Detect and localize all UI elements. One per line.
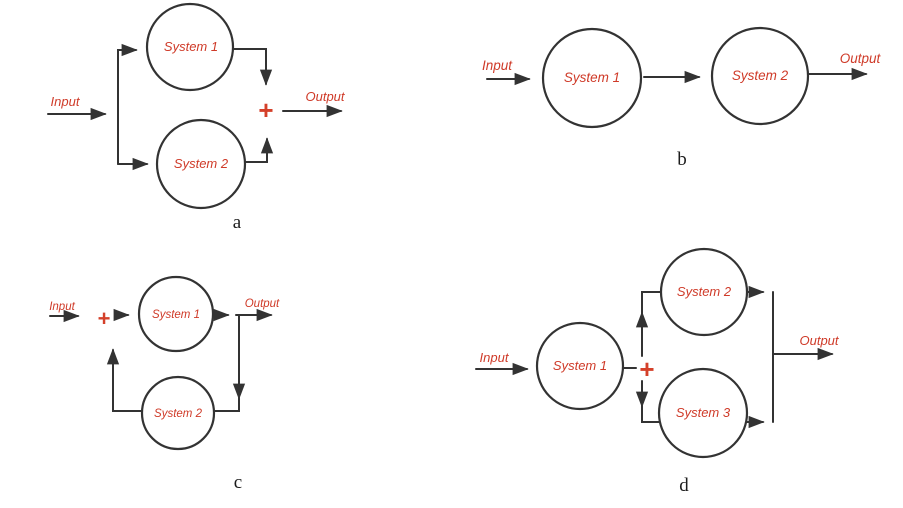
diagram-b-system-2-node — [710, 26, 810, 126]
diagram-a-caption: a — [233, 212, 242, 233]
diagram-b-system-2-label: System 2 — [732, 68, 789, 83]
diagram-d-system-3-node — [657, 367, 749, 459]
diagram-a-system-1-label: System 1 — [164, 39, 218, 54]
diagram-a-system-1-node — [145, 2, 235, 92]
diagram-a-system-2-to-sum-wire — [244, 137, 274, 163]
diagram-d-system-1-label: System 1 — [553, 358, 607, 373]
diagram-d: Input System 1 + System 2 System 3 Outpu… — [475, 247, 840, 496]
diagram-a: Input System 1 System 2 + Output a — [47, 2, 346, 233]
diagram-c-feedback-wire — [106, 348, 143, 412]
diagram-d-system-3-label: System 3 — [676, 405, 731, 420]
diagram-a-output-label: Output — [305, 89, 345, 104]
diagram-b: Input System 1 System 2 Output b — [482, 26, 882, 170]
diagram-b-system-1-node — [541, 27, 643, 129]
diagram-b-caption: b — [677, 149, 687, 170]
diagram-b-output-label: Output — [840, 51, 882, 66]
diagram-a-sum-junction: + — [258, 95, 273, 125]
diagram-a-branch-top-wire — [117, 43, 138, 165]
diagram-d-branch-up-wire — [641, 291, 661, 357]
diagram-d-branch-down-wire — [641, 380, 660, 423]
diagram-c-output-label: Output — [245, 298, 280, 310]
diagram-c-sum-junction: + — [98, 306, 111, 331]
diagram-c-system-2-label: System 2 — [154, 408, 203, 420]
diagram-b-system-1-label: System 1 — [564, 70, 620, 85]
diagram-c-input-label: Input — [49, 301, 75, 313]
diagram-d-sum-junction: + — [639, 354, 654, 384]
diagram-d-caption: d — [679, 475, 689, 496]
diagram-d-system-2-label: System 2 — [677, 284, 732, 299]
diagram-a-system-2-label: System 2 — [174, 156, 229, 171]
diagram-d-system-1-node — [535, 321, 625, 411]
diagram-c-tap-down-wire — [214, 314, 240, 412]
diagram-d-input-label: Input — [480, 350, 510, 365]
diagram-c-caption: c — [234, 472, 242, 493]
diagram-d-output-label: Output — [799, 333, 839, 348]
diagram-b-input-label: Input — [482, 58, 513, 73]
diagram-a-system-1-to-sum-wire — [232, 48, 273, 86]
diagram-c: Input + System 1 Output System 2 c — [49, 275, 280, 493]
diagram-c-system-2-node — [140, 375, 216, 451]
diagram-a-system-2-node — [155, 118, 247, 210]
diagram-c-system-1-label: System 1 — [152, 309, 200, 321]
diagram-a-input-label: Input — [51, 94, 81, 109]
